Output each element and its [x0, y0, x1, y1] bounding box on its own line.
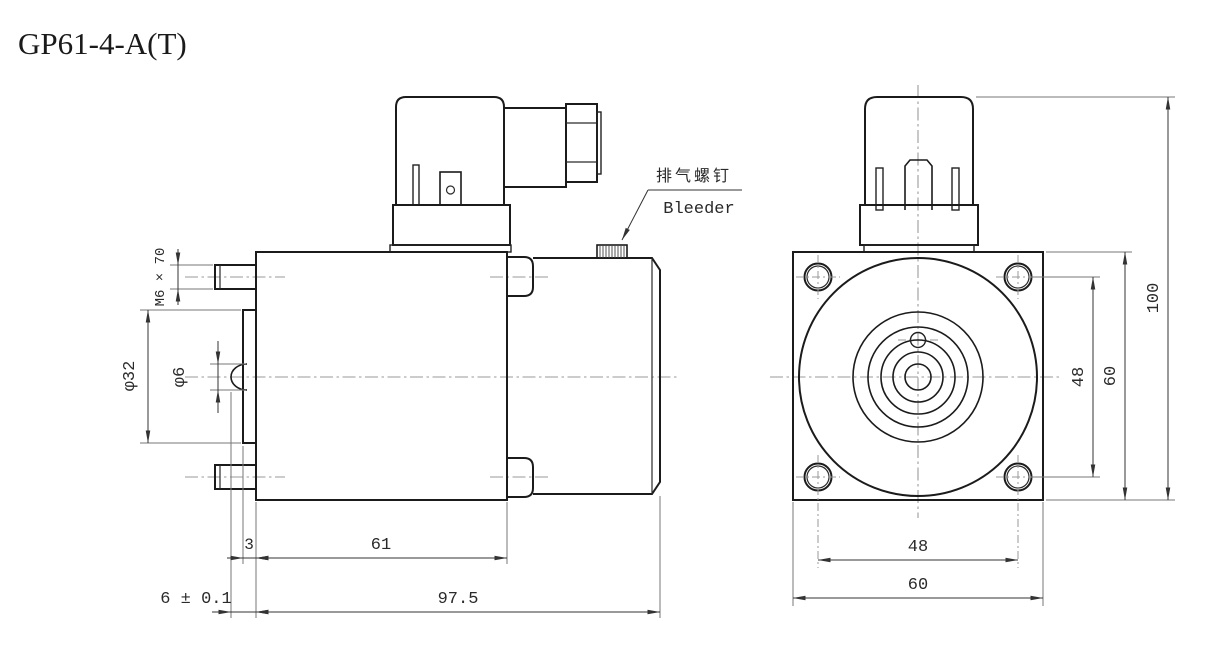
bleeder-callout: 排气螺钉 Bleeder [621, 166, 742, 241]
connector-base-plate [389, 244, 512, 253]
body-outline-circle [798, 257, 1038, 497]
mounting-holes [796, 255, 1040, 568]
connector-pin [412, 164, 420, 206]
side-tab-top [507, 256, 534, 297]
plunger-dome [230, 363, 248, 391]
dim-hole-spacing-horizontal: 48 [817, 538, 1019, 563]
dim-flange-diameter-text: φ32 [121, 361, 140, 392]
dim-body-length-text: 61 [371, 536, 391, 555]
connector-pin-left [875, 167, 884, 211]
dim-body-width-text: 60 [908, 576, 928, 595]
connector-pin-center [904, 159, 933, 210]
front-view: 48 60 100 48 60 [770, 85, 1175, 606]
cable-gland-nut [565, 103, 598, 183]
dim-plunger-extension-text: 6 ± 0.1 [160, 590, 231, 609]
dim-hole-spacing-vertical-text: 48 [1070, 367, 1089, 387]
side-view-extension-lines [230, 392, 661, 618]
front-view-centerlines [770, 85, 1062, 518]
dim-overall-length: 97.5 [255, 590, 661, 615]
connector-terminal [439, 171, 462, 206]
din-connector-front [859, 96, 979, 253]
dim-overall-height: 100 [1145, 96, 1171, 501]
dim-plunger-diameter-text: φ6 [171, 367, 190, 387]
bleeder-label-en: Bleeder [663, 200, 734, 219]
din-connector-side [389, 96, 602, 253]
mounting-flange [792, 251, 1044, 501]
dim-stud-thread-text: M6 × 70 [153, 248, 169, 307]
armature-tube [533, 257, 661, 495]
dim-hole-spacing-vertical: 48 [1070, 276, 1096, 478]
dim-plunger-diameter: φ6 [171, 341, 246, 413]
dim-overall-height-text: 100 [1145, 283, 1164, 314]
side-view-centerlines [185, 276, 680, 478]
connector-pin-right [951, 167, 960, 211]
bleeder-hole-front [909, 331, 927, 349]
connector-base-front [859, 204, 979, 246]
dim-hole-spacing-horizontal-text: 48 [908, 538, 928, 557]
dim-body-height: 60 [1102, 251, 1128, 501]
mounting-stud-top [214, 264, 257, 290]
body-circles [798, 257, 1038, 497]
side-view: 排气螺钉 Bleeder M6 × 70 φ32 φ6 [121, 96, 742, 618]
dim-body-height-text: 60 [1102, 366, 1121, 386]
dim-plunger-extension: 6 ± 0.1 [160, 590, 275, 615]
bleeder-screw [596, 244, 628, 259]
dim-stud-thread: M6 × 70 [153, 248, 213, 307]
dim-flange-thickness-text: 3 [244, 536, 254, 554]
page-title: GP61-4-A(T) [18, 26, 187, 61]
side-tab-bottom [507, 457, 534, 498]
coil-body-side [255, 251, 508, 501]
dim-body-width: 60 [792, 576, 1044, 601]
mounting-stud-bottom [214, 464, 257, 490]
dim-flange-diameter: φ32 [121, 309, 241, 444]
connector-base [392, 204, 511, 246]
dim-flange-thickness: 3 [227, 536, 272, 561]
terminal-hole [445, 185, 456, 195]
front-view-extension-lines [792, 96, 1175, 606]
cable-gland-body [503, 107, 567, 188]
dim-body-length: 61 [255, 536, 508, 561]
dim-overall-length-text: 97.5 [438, 590, 479, 609]
connector-base-plate-front [863, 244, 975, 253]
bleeder-label-zh: 排气螺钉 [656, 166, 732, 185]
flange-boss [242, 309, 257, 444]
plunger-front [904, 363, 932, 391]
